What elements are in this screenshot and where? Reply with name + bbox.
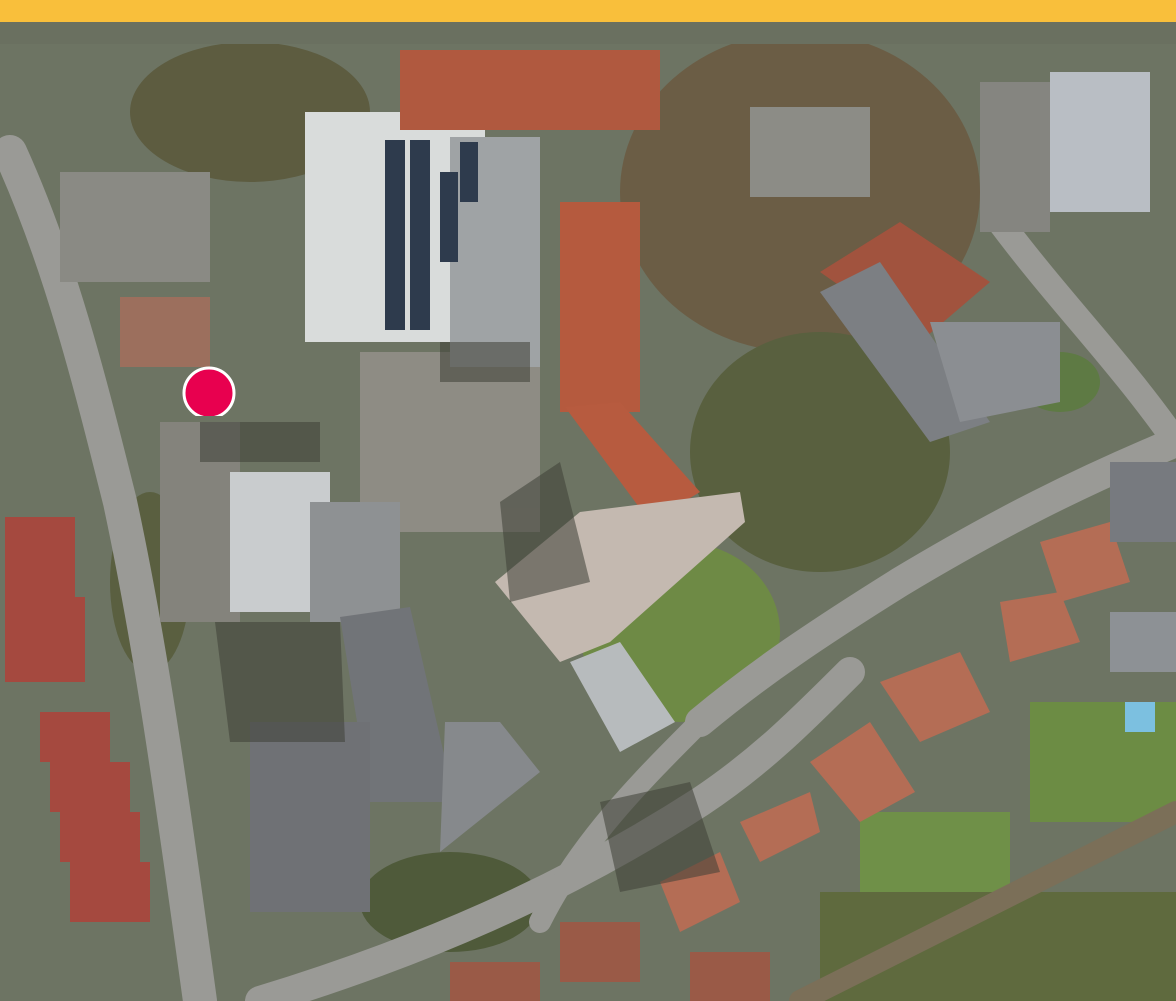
white-roof-ne	[1050, 72, 1150, 212]
parking-ne	[980, 82, 1050, 232]
location-marker[interactable]	[180, 366, 238, 416]
solar-panels	[385, 140, 478, 330]
red-roof-block-east	[820, 222, 990, 342]
gray-roof-south	[250, 722, 370, 912]
gray-block-ne	[930, 322, 1060, 422]
lawn-south	[860, 812, 1010, 892]
red-roof-wing	[560, 202, 640, 412]
plaza-north	[750, 107, 870, 197]
aerial-map[interactable]	[0, 44, 1176, 1001]
gray-roof-courtyard	[440, 722, 540, 852]
road-cross-east	[685, 427, 1176, 737]
shadow-layer	[200, 342, 720, 892]
building-layer	[5, 50, 1176, 1001]
parking-nw	[60, 172, 210, 282]
gray-roof-east	[820, 262, 990, 442]
rowhouses-west	[5, 517, 150, 922]
flat-roof-south	[570, 642, 675, 752]
gray-roof-center	[310, 502, 400, 622]
location-dot-icon	[182, 366, 236, 416]
red-roof-north	[400, 50, 660, 130]
red-roof-diagonal	[565, 402, 700, 522]
railway	[789, 801, 1176, 1001]
road-east	[987, 209, 1176, 455]
tree-belt-east	[690, 332, 950, 572]
gray-roof-far-east	[1110, 612, 1176, 672]
road-west	[0, 135, 217, 1001]
gray-roof-east-row	[1110, 462, 1176, 542]
rowhouses-se	[660, 522, 1130, 932]
house-west	[120, 297, 210, 367]
pool	[1125, 702, 1155, 732]
